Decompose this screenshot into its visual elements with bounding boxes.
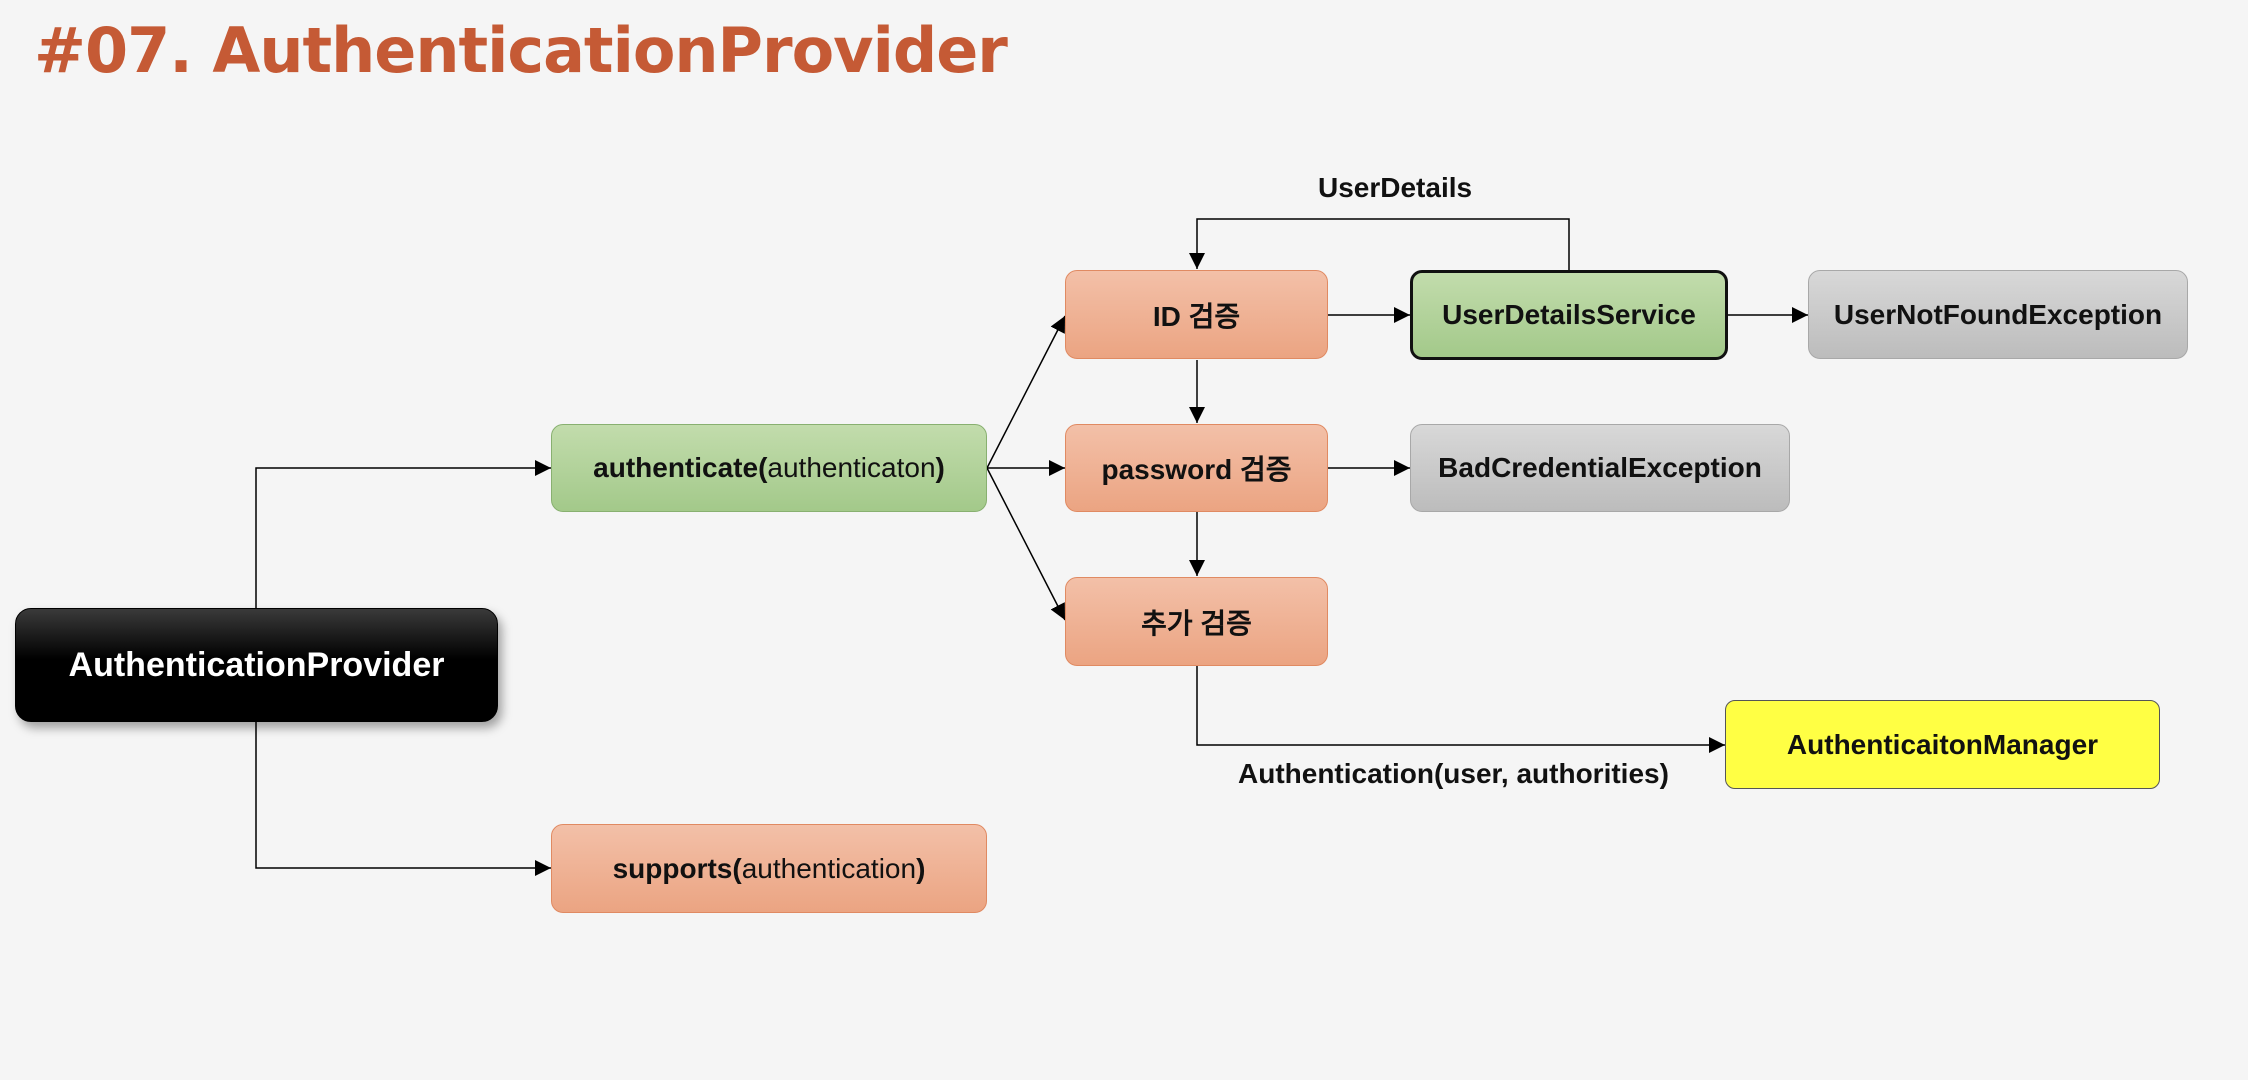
- user-details-label: UserDetails: [1318, 172, 1473, 203]
- supports-method-arg: authentication: [741, 852, 917, 884]
- user-not-found-exception-box: UserNotFoundException: [1808, 270, 2188, 359]
- supports-method-close: ): [916, 852, 926, 884]
- extra-check-box: 추가 검증: [1065, 577, 1328, 666]
- bad-credential-exception-label: BadCredentialException: [1438, 452, 1762, 483]
- password-check-label: password 검증: [1101, 454, 1292, 485]
- authenticate-method-box: authenticate(authenticaton): [551, 424, 987, 512]
- arrow-provider-to-supports: [255, 722, 551, 876]
- supports-method-name: supports(: [612, 852, 742, 884]
- arrow-authenticate-to-id-check: [986, 315, 1066, 469]
- extra-check-label: 추가 검증: [1141, 607, 1252, 639]
- user-details-service-label: UserDetailsService: [1442, 299, 1696, 330]
- supports-method-box: supports(authentication): [551, 824, 987, 913]
- user-details-service-box: UserDetailsService: [1410, 270, 1728, 360]
- authenticate-method-close: ): [935, 452, 945, 483]
- authentication-provider-label: AuthenticationProvider: [68, 645, 445, 684]
- arrow-user-details-return: [1189, 218, 1570, 270]
- password-check-box: password 검증: [1065, 424, 1328, 512]
- arrow-provider-to-authenticate: [255, 460, 551, 608]
- arrow-authenticate-to-extra-check: [986, 467, 1066, 621]
- authenticate-method-name: authenticate(: [593, 452, 768, 483]
- user-not-found-exception-label: UserNotFoundException: [1833, 298, 2163, 330]
- authentication-provider-box: AuthenticationProvider: [15, 608, 498, 722]
- bad-credential-exception-box: BadCredentialException: [1410, 424, 1790, 512]
- authentication-result-label: Authentication(user, authorities): [1238, 758, 1669, 789]
- id-check-label: ID 검증: [1152, 300, 1241, 332]
- arrow-extra-to-manager: [1196, 666, 1725, 753]
- page-title: #07. AuthenticationProvider: [34, 14, 1008, 87]
- id-check-box: ID 검증: [1065, 270, 1328, 359]
- authenticate-method-arg: authenticaton: [767, 452, 936, 483]
- authentication-manager-label: AuthenticaitonManager: [1786, 728, 2099, 760]
- authentication-manager-box: AuthenticaitonManager: [1725, 700, 2160, 789]
